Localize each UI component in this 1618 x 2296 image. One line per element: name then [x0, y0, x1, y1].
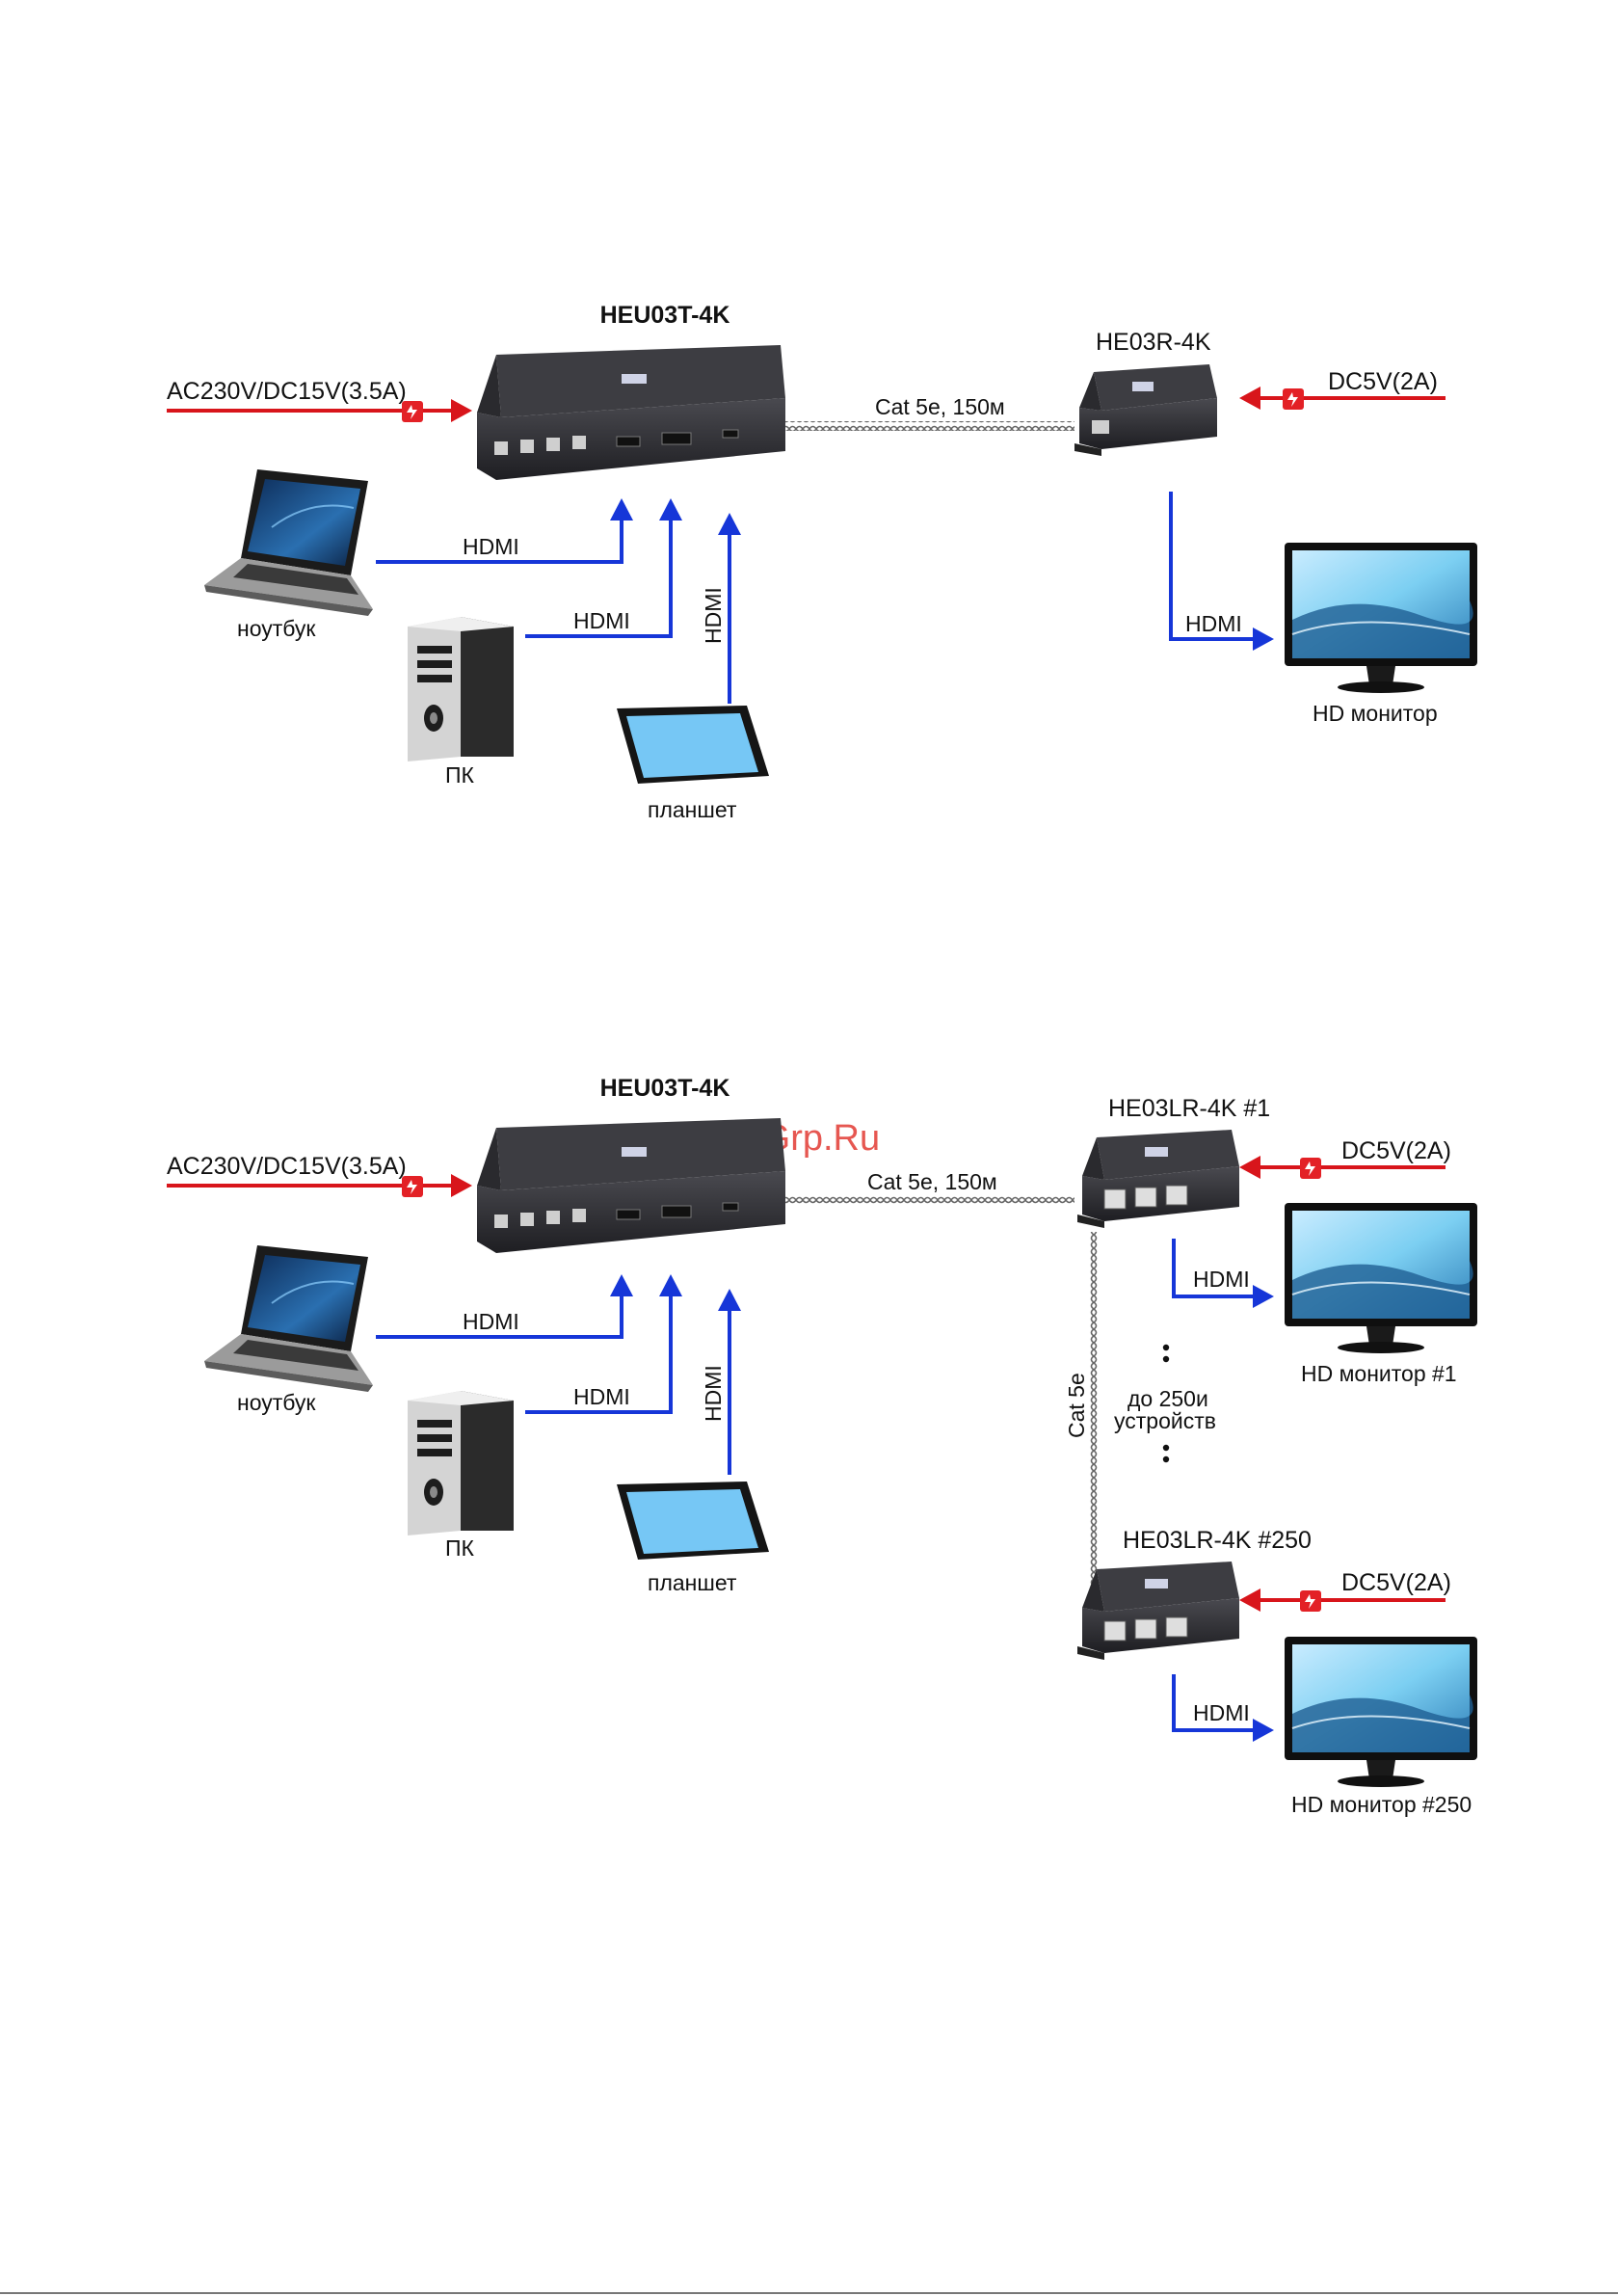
laptop-caption: ноутбук — [237, 616, 316, 641]
desktop-pc-icon — [408, 617, 514, 761]
monitor1-caption: HD монитор #1 — [1301, 1361, 1457, 1386]
rx1-power-label: DC5V(2A) — [1341, 1137, 1451, 1164]
pc-caption: ПК — [445, 762, 475, 788]
receiver-device-icon — [1074, 364, 1217, 456]
transmitter-title: HEU03T-4K — [600, 302, 730, 329]
tablet-caption: планшет — [648, 797, 737, 822]
monitor-icon — [1284, 542, 1478, 694]
laptop-icon — [203, 468, 374, 617]
laptop-caption: ноутбук — [237, 1390, 316, 1415]
power-bolt-icon — [1300, 1590, 1321, 1612]
tablet-link-label: HDMI — [701, 1365, 726, 1422]
rx250-power-label: DC5V(2A) — [1341, 1569, 1451, 1596]
receiver1-title: HE03LR-4K #1 — [1108, 1095, 1270, 1122]
tablet-link-label: HDMI — [701, 587, 726, 644]
laptop-link-label: HDMI — [463, 1309, 519, 1334]
diagram-single-receiver: HEU03T-4K AC230V/DC15V(3.5A) Cat 5e, 150… — [167, 302, 1478, 822]
receiver-device-icon — [1076, 1129, 1240, 1229]
transmitter-title: HEU03T-4K — [600, 1075, 730, 1102]
diagram-daisy-chain: McGrp.Ru HEU03T-4K AC230V/DC15V(3.5A) Ca… — [167, 1075, 1478, 1817]
transmitter-device-icon — [476, 1117, 786, 1254]
monitor250-link-label: HDMI — [1193, 1700, 1250, 1725]
monitor-caption: HD монитор — [1313, 701, 1438, 726]
desktop-pc-icon — [408, 1391, 514, 1535]
pc-caption: ПК — [445, 1535, 475, 1561]
tx-power-label: AC230V/DC15V(3.5A) — [167, 1153, 407, 1180]
tablet-icon — [617, 706, 769, 784]
receiver-device-icon — [1076, 1561, 1240, 1661]
receiver250-title: HE03LR-4K #250 — [1123, 1527, 1312, 1554]
pc-link-label: HDMI — [573, 1384, 630, 1409]
monitor-icon — [1284, 1636, 1478, 1788]
monitor250-caption: HD монитор #250 — [1291, 1792, 1472, 1817]
pc-link-label: HDMI — [573, 608, 630, 633]
rx-power-label: DC5V(2A) — [1328, 368, 1438, 395]
tx-power-label: AC230V/DC15V(3.5A) — [167, 378, 407, 405]
laptop-link-label: HDMI — [463, 534, 519, 559]
tablet-caption: планшет — [648, 1570, 737, 1595]
power-bolt-icon — [1283, 388, 1304, 410]
monitor-link-label: HDMI — [1185, 611, 1242, 636]
power-bolt-icon — [1300, 1158, 1321, 1179]
daisy-cable-label: Cat 5e — [1064, 1373, 1089, 1438]
receiver-title: HE03R-4K — [1096, 329, 1211, 356]
twisted-pair-cable-icon — [1089, 1232, 1099, 1589]
monitor-icon — [1284, 1202, 1478, 1354]
twisted-pair-cable-icon — [785, 421, 1074, 431]
transmitter-device-icon — [476, 344, 786, 481]
tablet-icon — [617, 1482, 769, 1560]
twisted-pair-cable-icon — [785, 1195, 1074, 1205]
chain-note-line2: устройств — [1114, 1408, 1216, 1433]
monitor1-link-label: HDMI — [1193, 1267, 1250, 1292]
cable-label: Cat 5e, 150м — [875, 394, 1005, 419]
laptop-icon — [203, 1244, 374, 1393]
cable-label: Cat 5e, 150м — [867, 1169, 997, 1194]
chain-note-line1: до 250и — [1127, 1386, 1208, 1411]
